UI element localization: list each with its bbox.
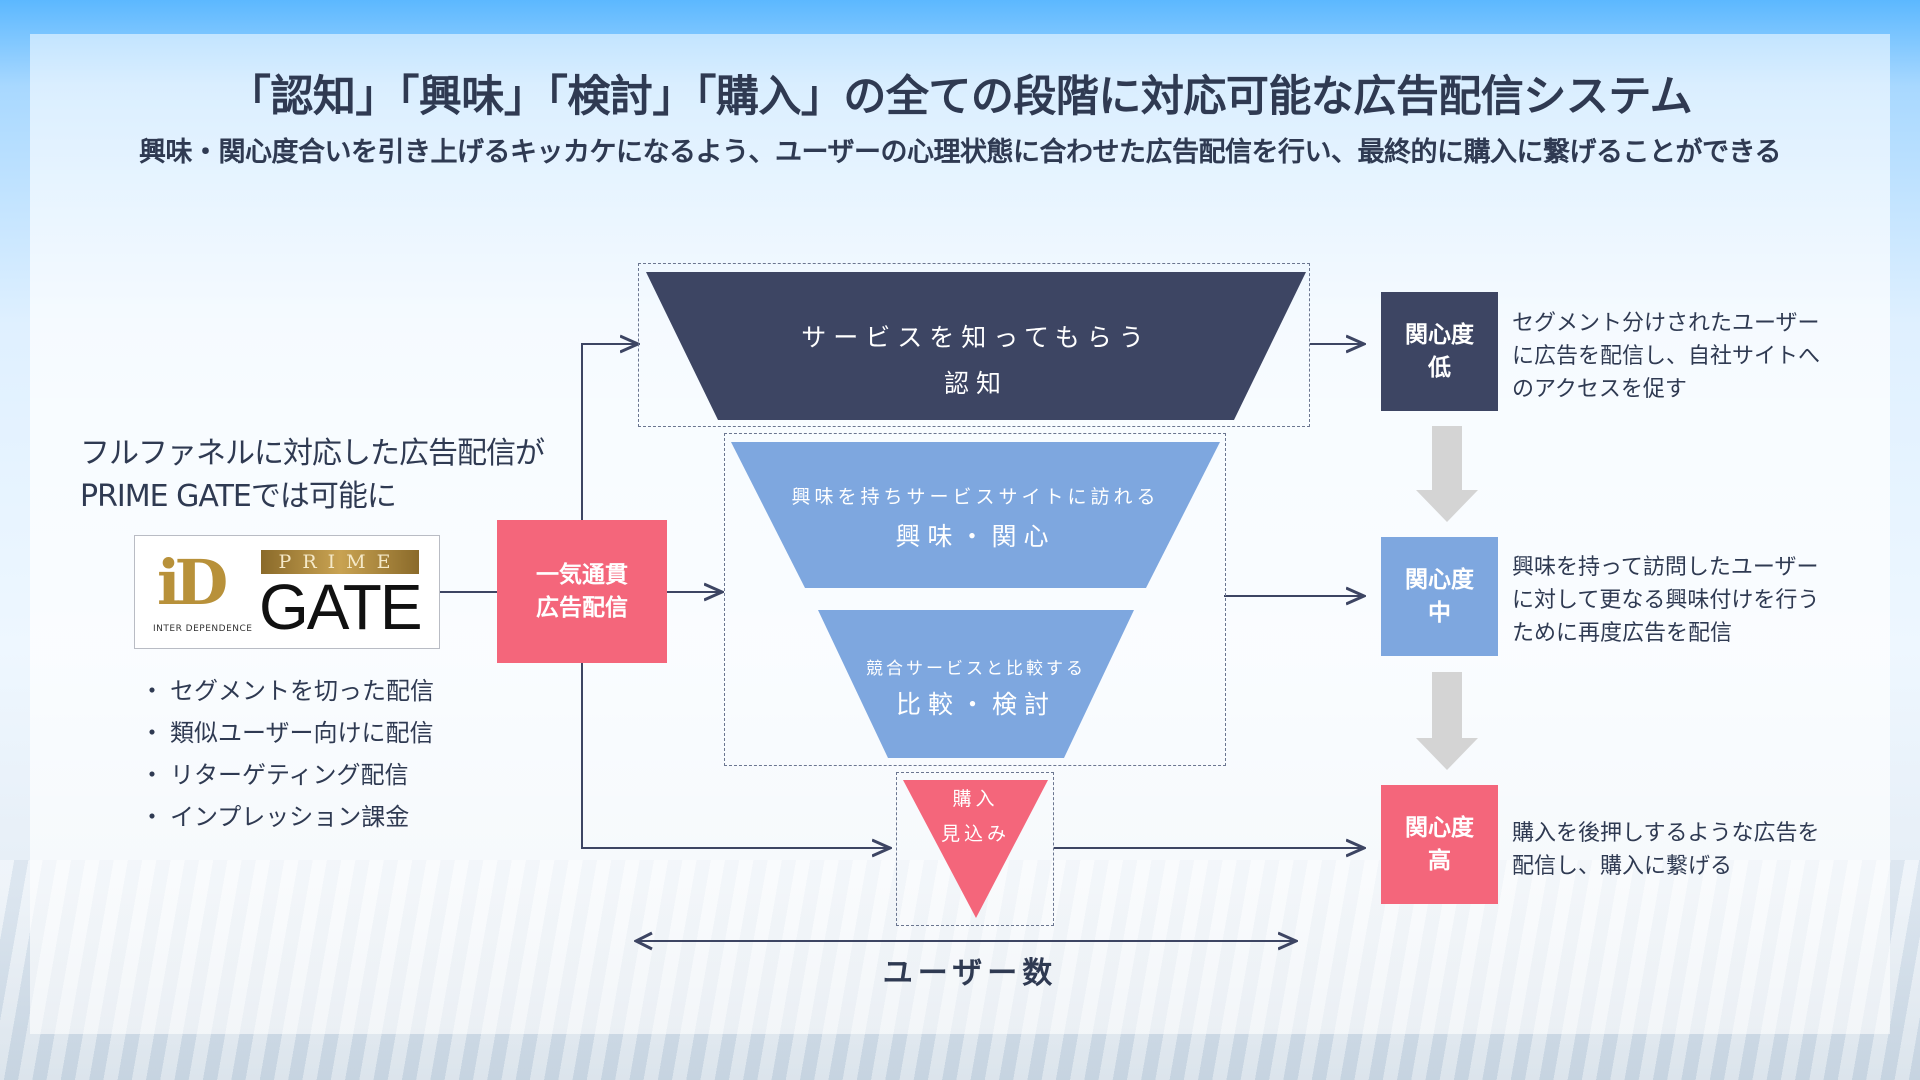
level-low-description: セグメント分けされたユーザー に広告を配信し、自社サイトへ のアクセスを促す bbox=[1512, 307, 1892, 406]
down-arrow-low-to-mid bbox=[1416, 426, 1478, 522]
logo-company-name: INTER DEPENDENCE bbox=[153, 624, 253, 634]
consideration-caption: 競合サービスと比較する bbox=[866, 659, 1086, 679]
purchase-title: 見込み bbox=[940, 823, 1010, 845]
funnel-stage-purchase-shape bbox=[903, 780, 1048, 918]
integrated-ad-delivery-box: 一気通貫 広告配信 bbox=[497, 520, 667, 663]
interest-level-mid: 関心度 中 bbox=[1381, 537, 1498, 656]
funnel-stage-consideration-label: 競合サービスと比較する 比較・検討 bbox=[818, 654, 1134, 721]
funnel-stage-interest-shape bbox=[731, 442, 1220, 588]
desc-line: に広告を配信し、自社サイトへ bbox=[1512, 344, 1821, 369]
feature-item: ・セグメントを切った配信 bbox=[140, 670, 434, 712]
feature-text: リターゲティング配信 bbox=[170, 761, 409, 789]
lead-line-1: フルファネルに対応した広告配信が bbox=[80, 436, 545, 471]
interest-level-low: 関心度 低 bbox=[1381, 292, 1498, 411]
awareness-title: 認知 bbox=[943, 369, 1008, 398]
level-low-line-1: 関心度 bbox=[1405, 321, 1474, 348]
connector-to-purchase bbox=[581, 663, 890, 848]
level-low-line-2: 低 bbox=[1428, 354, 1451, 381]
feature-item: ・リターゲティング配信 bbox=[140, 754, 434, 796]
awareness-group-box bbox=[638, 263, 1310, 427]
funnel-stage-awareness-label: サービスを知ってもらう 認知 bbox=[646, 318, 1306, 400]
level-high-line-2: 高 bbox=[1428, 847, 1451, 874]
prime-gate-logo: iD INTER DEPENDENCE PRIME GATE bbox=[134, 535, 440, 649]
desc-line: に対して更なる興味付けを行う bbox=[1512, 588, 1820, 613]
logo-gate-text: GATE bbox=[259, 571, 422, 643]
interest-consideration-group-box bbox=[724, 433, 1226, 766]
center-box-line-1: 一気通貫 bbox=[536, 561, 628, 588]
desc-line: 興味を持って訪問したユーザー bbox=[1512, 555, 1819, 580]
funnel-stage-awareness-shape bbox=[646, 272, 1306, 420]
desc-line: 配信し、購入に繋げる bbox=[1512, 854, 1733, 879]
purchase-caption: 購入 bbox=[952, 788, 999, 810]
page-title: 「認知」「興味」「検討」「購入」の全ての段階に対応可能な広告配信システム bbox=[227, 72, 1693, 122]
bullet-mark: ・ bbox=[140, 761, 164, 789]
consideration-title: 比較・検討 bbox=[895, 690, 1056, 719]
feature-item: ・インプレッション課金 bbox=[140, 796, 434, 838]
feature-item: ・類似ユーザー向けに配信 bbox=[140, 712, 434, 754]
funnel-stage-interest-label: 興味を持ちサービスサイトに訪れる 興味・関心 bbox=[731, 482, 1220, 553]
page-subtitle: 興味・関心度合いを引き上げるキッカケになるよう、ユーザーの心理状態に合わせた広告… bbox=[139, 137, 1781, 168]
down-arrow-mid-to-high bbox=[1416, 672, 1478, 770]
level-high-line-1: 関心度 bbox=[1405, 814, 1474, 841]
purchase-group-box bbox=[896, 772, 1054, 926]
awareness-caption: サービスを知ってもらう bbox=[801, 323, 1151, 352]
center-box-line-2: 広告配信 bbox=[536, 594, 628, 621]
logo-prime-band bbox=[261, 550, 419, 574]
bullet-mark: ・ bbox=[140, 803, 164, 831]
logo-id-mark: iD bbox=[157, 546, 228, 619]
feature-text: インプレッション課金 bbox=[170, 803, 410, 831]
lead-text: フルファネルに対応した広告配信が PRIME GATEでは可能に bbox=[80, 432, 600, 518]
interest-caption: 興味を持ちサービスサイトに訪れる bbox=[791, 486, 1160, 508]
feature-text: セグメントを切った配信 bbox=[170, 677, 434, 705]
logo-prime-text: PRIME bbox=[278, 551, 402, 573]
desc-line: のアクセスを促す bbox=[1512, 377, 1687, 402]
bullet-mark: ・ bbox=[140, 719, 164, 747]
level-mid-line-1: 関心度 bbox=[1405, 566, 1474, 593]
funnel-stage-purchase-label: 購入 見込み bbox=[903, 784, 1048, 846]
user-count-label: ユーザー数 bbox=[882, 956, 1058, 991]
interest-title: 興味・関心 bbox=[895, 522, 1056, 551]
desc-line: 購入を後押しするような広告を bbox=[1512, 821, 1820, 846]
bullet-mark: ・ bbox=[140, 677, 164, 705]
connector-to-awareness bbox=[581, 344, 638, 520]
level-high-description: 購入を後押しするような広告を 配信し、購入に繋げる bbox=[1512, 817, 1892, 883]
desc-line: セグメント分けされたユーザー bbox=[1512, 311, 1820, 336]
desc-line: ために再度広告を配信 bbox=[1512, 621, 1733, 646]
level-mid-description: 興味を持って訪問したユーザー に対して更なる興味付けを行う ために再度広告を配信 bbox=[1512, 551, 1892, 650]
lead-line-2: PRIME GATEでは可能に bbox=[80, 479, 397, 514]
feature-text: 類似ユーザー向けに配信 bbox=[170, 719, 434, 747]
feature-list: ・セグメントを切った配信 ・類似ユーザー向けに配信 ・リターゲティング配信 ・イ… bbox=[140, 670, 434, 838]
interest-level-high: 関心度 高 bbox=[1381, 785, 1498, 904]
funnel-stage-consideration-shape bbox=[818, 610, 1134, 758]
level-mid-line-2: 中 bbox=[1428, 599, 1451, 626]
